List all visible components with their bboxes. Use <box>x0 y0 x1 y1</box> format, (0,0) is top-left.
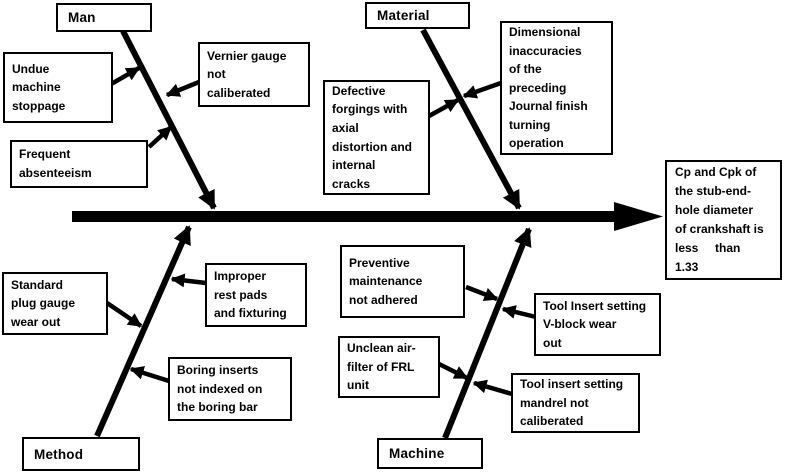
cause-frequent-absenteeism: Frequent absenteeism <box>10 140 148 188</box>
cause-boring-inserts-not-indexed: Boring inserts not indexed on the boring… <box>168 357 292 421</box>
method-branch-line <box>94 225 192 438</box>
vernier-gauge-arrow <box>165 79 200 98</box>
cause-mandrel-not-caliberated: Tool insert setting mandrel not calibera… <box>511 373 640 433</box>
spine-line <box>72 211 620 222</box>
preventive-maintenance-arrow <box>465 284 499 302</box>
machine-category-box: Machine <box>377 438 483 469</box>
vblock-wear-arrow <box>501 305 537 320</box>
cause-standard-plug-gauge-wear: Standard plug gauge wear out <box>2 272 108 335</box>
cause-vblock-wear-out: Tool Insert setting V-block wear out <box>534 293 661 356</box>
cause-preventive-maintenance: Preventive maintenance not adhered <box>340 245 465 318</box>
man-category-box: Man <box>56 3 152 32</box>
cause-improper-rest-pads: Improper rest pads and fixturing <box>205 263 307 327</box>
material-category-box: Material <box>365 2 470 29</box>
cause-defective-forgings: Defective forgings with axial distortion… <box>323 80 430 195</box>
effect-box: Cp and Cpk of the stub-end- hole diamete… <box>665 160 782 280</box>
spine-arrow <box>72 202 663 231</box>
cause-vernier-gauge-not-caliberated: Vernier gauge not caliberated <box>198 42 310 107</box>
dimensional-inaccuracies-arrow <box>462 80 502 99</box>
improper-rest-pads-arrow <box>170 273 207 288</box>
material-branch-line <box>420 28 522 210</box>
machine-branch-line <box>442 227 532 440</box>
boring-inserts-arrow <box>129 366 170 384</box>
standard-plug-gauge-arrow <box>105 301 143 328</box>
man-branch-line <box>120 29 217 210</box>
unclean-air-filter-arrow <box>437 361 469 381</box>
cause-undue-machine-stoppage: Undue machine stoppage <box>3 52 113 123</box>
cause-unclean-air-filter: Unclean air- filter of FRL unit <box>338 336 440 398</box>
defective-forgings-arrow <box>427 98 460 118</box>
method-category-box: Method <box>22 437 140 471</box>
frequent-absenteeism-arrow <box>147 125 173 149</box>
cause-dimensional-inaccuracies: Dimensional inaccuracies of the precedin… <box>500 21 613 155</box>
spine-arrowhead-icon <box>614 202 663 231</box>
mandrel-not-caliberated-arrow <box>472 379 513 397</box>
